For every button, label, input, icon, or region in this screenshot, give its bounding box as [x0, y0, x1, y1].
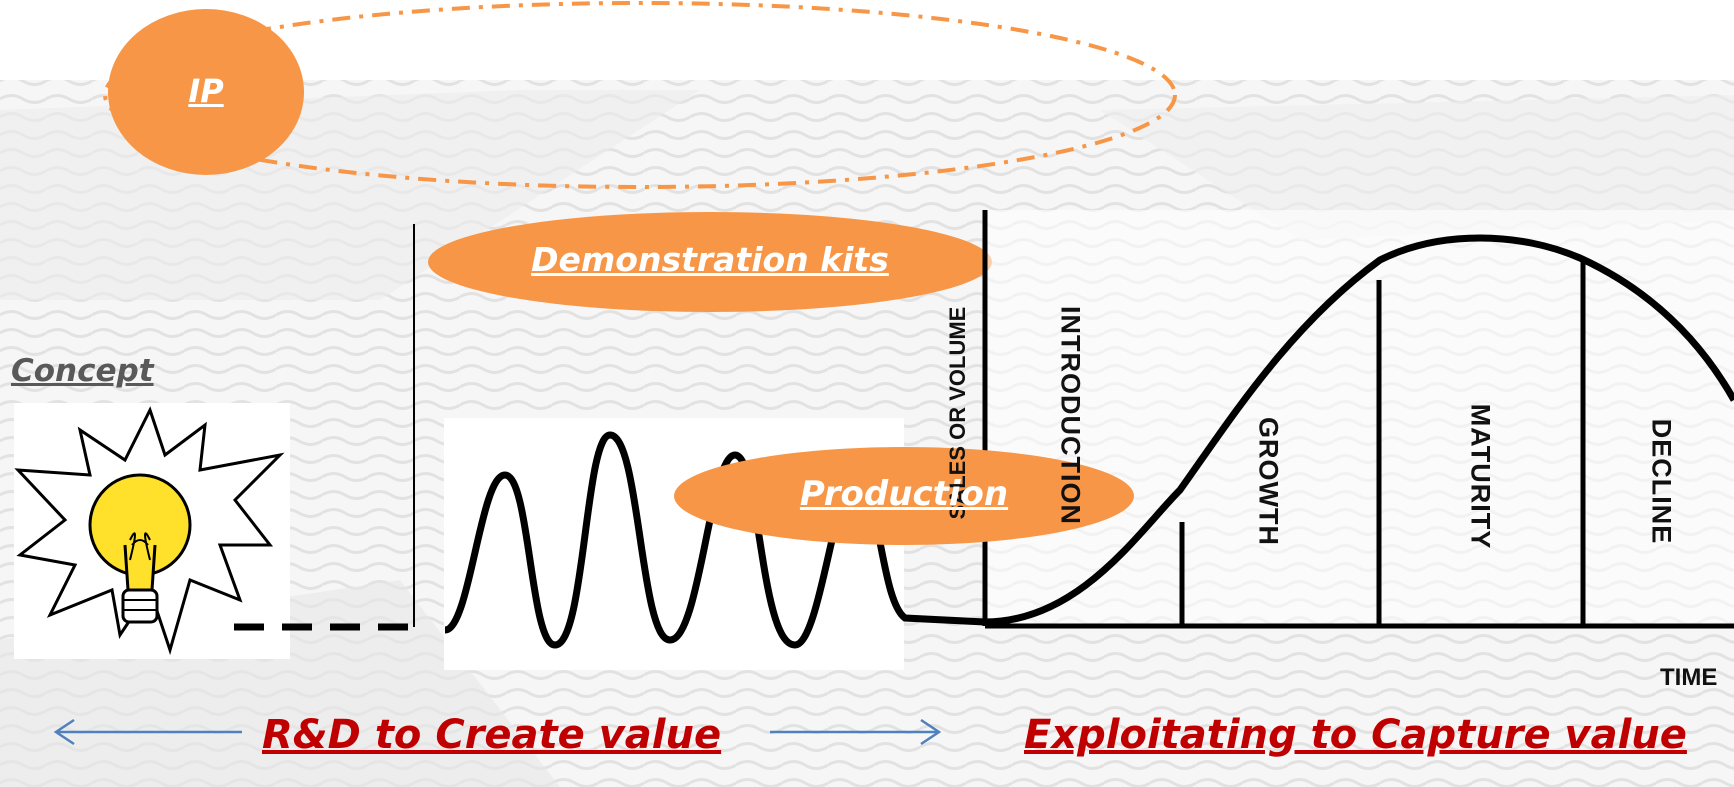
rd-right-arrow	[770, 718, 942, 746]
ip-label: IP	[188, 72, 224, 110]
product-lifecycle-chart	[982, 210, 1734, 629]
production-label: Production	[799, 474, 1009, 514]
lifecycle-x-label: TIME	[1660, 664, 1718, 691]
rd-left-arrow	[53, 718, 242, 746]
rd-create-value-label: R&D to Create value	[262, 712, 722, 758]
lightbulb-icon	[14, 403, 290, 659]
lifecycle-curve	[984, 234, 1734, 626]
stage-growth-label: GROWTH	[1253, 417, 1284, 546]
production-ellipse	[674, 447, 1134, 545]
stage-decline-label: DECLINE	[1646, 418, 1677, 545]
concept-label: Concept	[11, 353, 154, 389]
exploit-capture-value-label: Exploitating to Capture value	[1024, 712, 1687, 758]
demonstration-kits-ellipse	[428, 212, 992, 312]
ip-circle	[108, 9, 304, 175]
ip-scope-ellipse	[103, 1, 1177, 189]
stage-maturity-label: MATURITY	[1465, 403, 1496, 550]
demonstration-kits-label: Demonstration kits	[531, 240, 889, 279]
